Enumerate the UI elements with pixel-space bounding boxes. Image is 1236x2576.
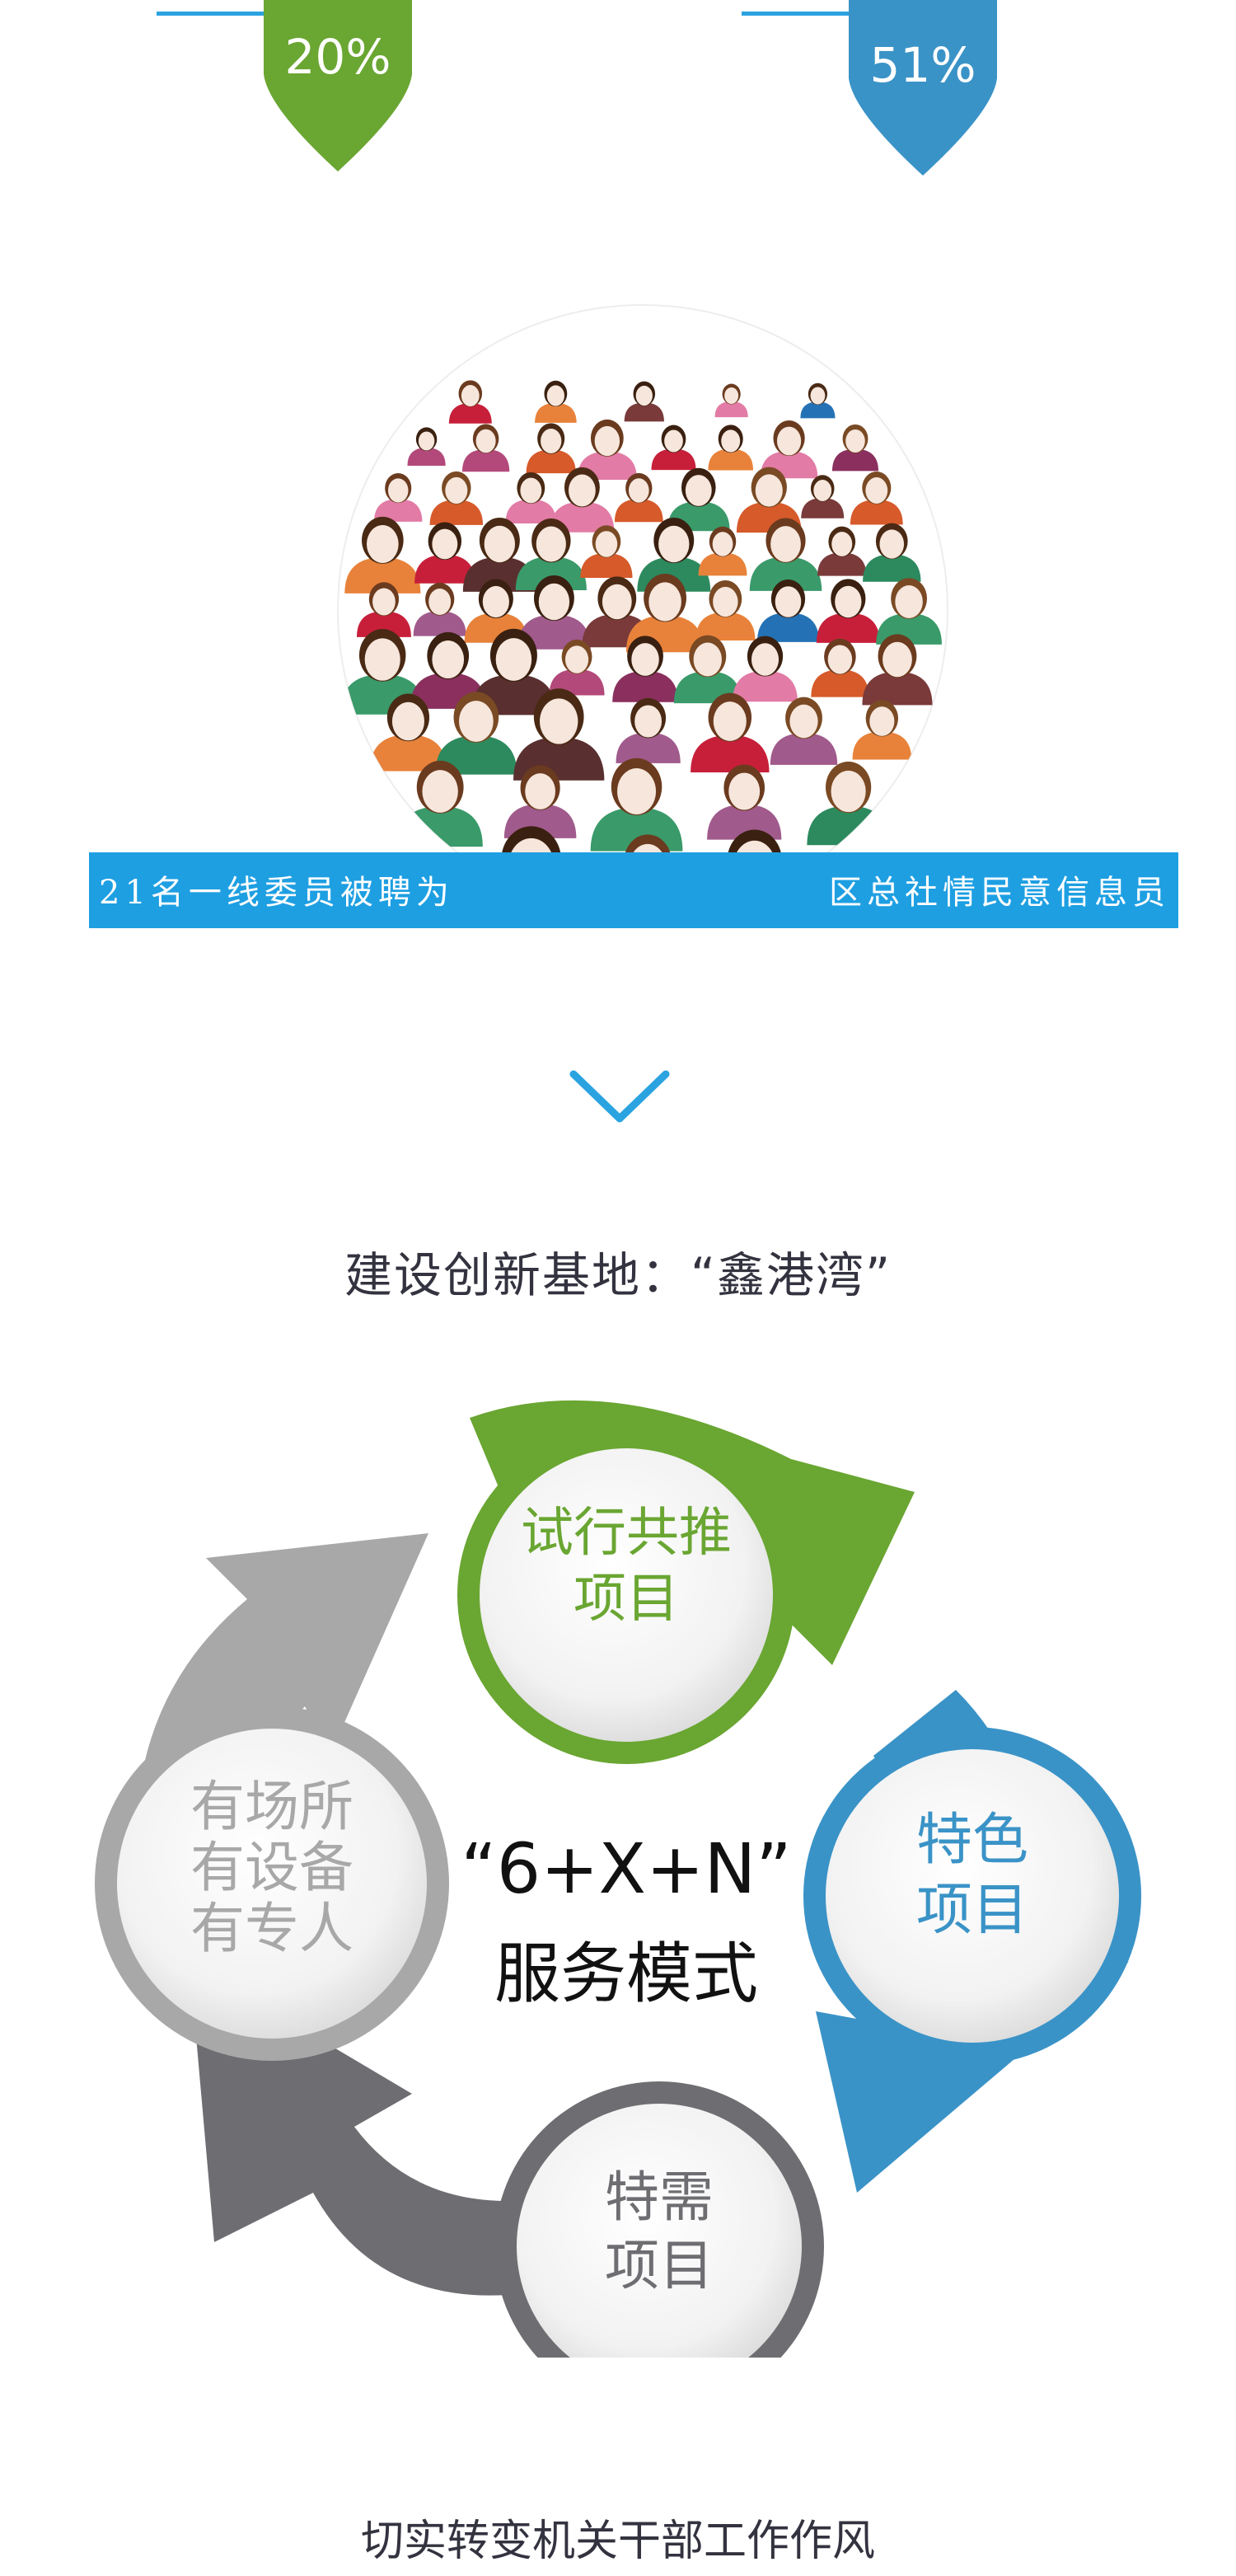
stat-pin-51: 51% — [849, 0, 997, 176]
node-label-feature: 特色 项目 — [915, 1808, 1028, 1943]
node-label-trial: 试行共推 项目 — [521, 1503, 732, 1630]
crowd-illustration — [337, 304, 948, 916]
banner-left-text: 21名一线委员被聘为 — [99, 874, 454, 912]
banner-right-text: 区总社情民意信息员 — [829, 874, 1170, 912]
chevron-down-icon — [569, 1070, 670, 1123]
stat-value: 20% — [284, 29, 391, 85]
node-label-special: 特需 项目 — [605, 2165, 714, 2297]
center-subtitle: 服务模式 — [494, 1936, 758, 2012]
map-pin-icon — [264, 0, 412, 171]
node-circle-dark — [494, 2081, 824, 2358]
cycle-diagram — [95, 1400, 1141, 2358]
node-circle-green — [457, 1426, 795, 1764]
accent-line-right — [742, 12, 849, 16]
stat-value: 51% — [869, 37, 976, 93]
accent-line-left — [157, 12, 264, 16]
section-title: 建设创新基地：“鑫港湾” — [344, 1247, 892, 1303]
stat-pin-20: 20% — [264, 0, 412, 173]
center-title: “6+X+N” — [461, 1828, 792, 1909]
banner: 21名一线委员被聘为 区总社情民意信息员 — [89, 852, 1178, 928]
map-pin-icon — [849, 0, 997, 176]
node-label-facilities: 有场所 有设备 有专人 — [190, 1775, 353, 1960]
node-circle-light — [95, 1706, 449, 2061]
node-circle-blue — [803, 1727, 1141, 2065]
footer-text: 切实转变机关干部工作作风 — [360, 2517, 875, 2566]
